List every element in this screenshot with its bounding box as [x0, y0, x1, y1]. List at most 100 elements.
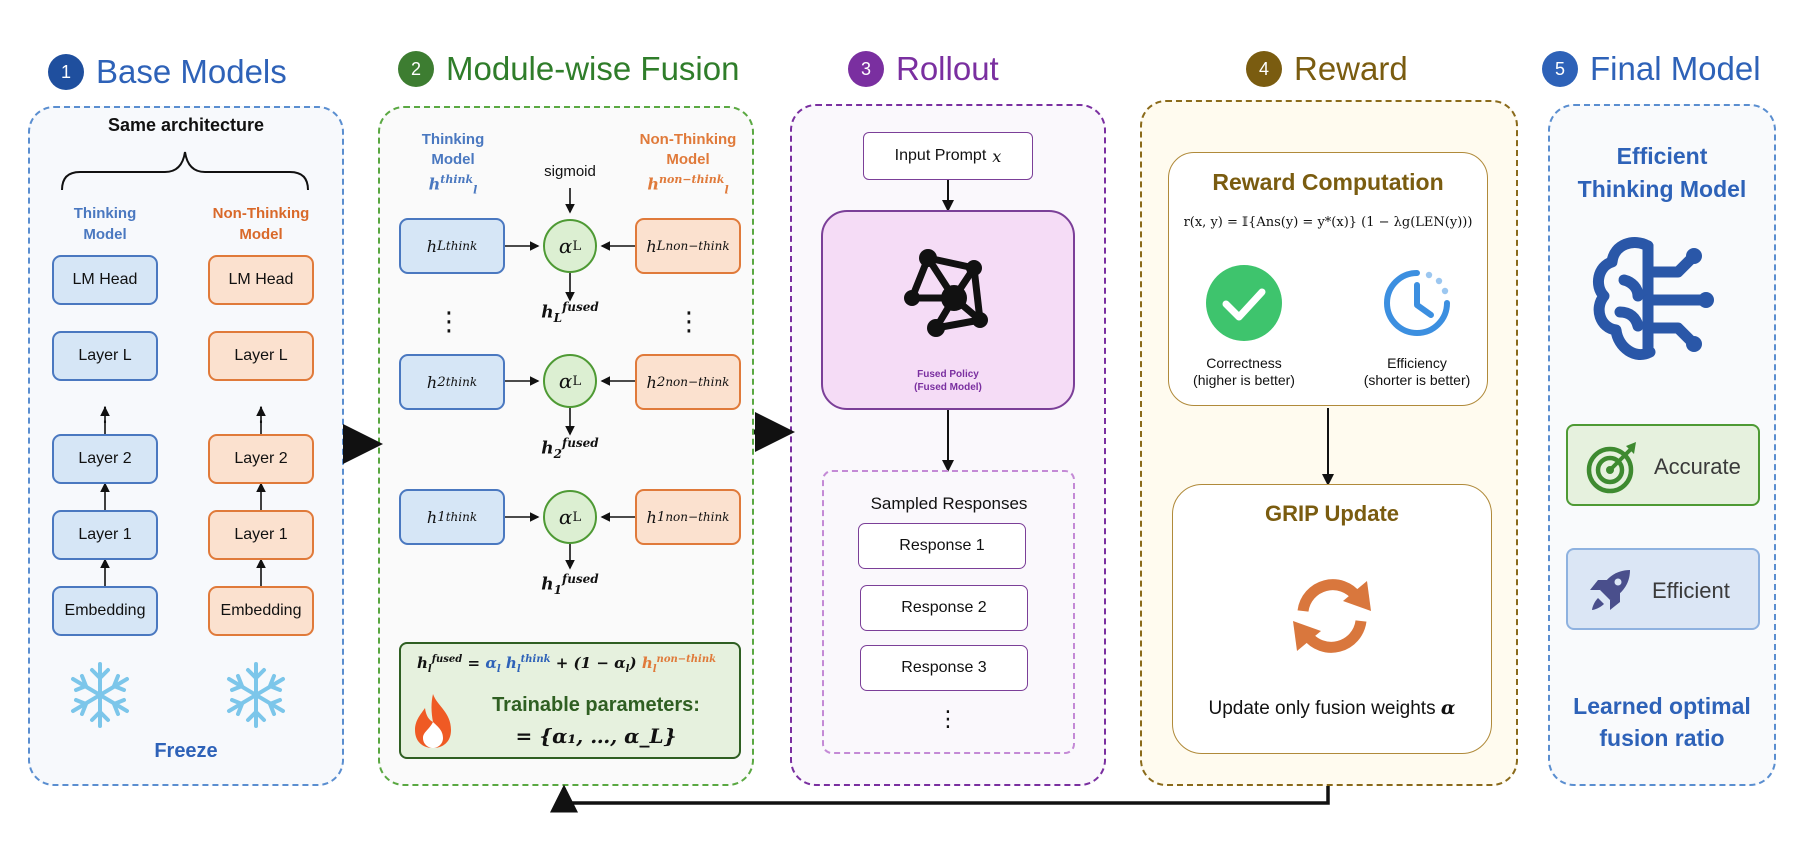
alpha-sub: L — [572, 238, 582, 254]
sup-fused: fused — [562, 436, 599, 450]
stage-badge: 1 — [48, 54, 84, 90]
fused-sub: 2 — [553, 447, 563, 462]
alpha-sub: L — [572, 509, 582, 525]
target-icon — [1586, 442, 1636, 494]
snowflake-icon — [71, 662, 129, 728]
stage-title-text: Module-wise Fusion — [446, 50, 740, 87]
h-fused-1: h1fused — [540, 572, 600, 597]
brain-circuit-icon — [1592, 237, 1714, 360]
final-model-title: Efficient Thinking Model — [1548, 140, 1776, 206]
non-thinking-embedding: Embedding — [208, 586, 314, 636]
fusion-vdots-left: ⋮ — [436, 306, 462, 336]
fusion-vdots-right: ⋮ — [676, 306, 702, 336]
non-thinking-layer-1: Layer 1 — [208, 510, 314, 560]
accurate-label: Accurate — [1654, 454, 1741, 479]
stage-title-base-models: 1 Base Models — [48, 53, 287, 91]
alpha-symbol: α — [558, 369, 573, 393]
eq-sign: = — [467, 654, 481, 672]
plus-term: + (1 − — [555, 654, 609, 672]
h-symbol: h — [426, 372, 438, 392]
sup-non-think: non−think — [656, 654, 717, 665]
sub-l: l — [652, 664, 657, 675]
grip-update-box: GRIP Update Update only fusion weights α — [1172, 484, 1492, 754]
fusion-thinking-title: Thinking Model — [421, 131, 485, 168]
refresh-icon — [1293, 579, 1371, 653]
stage-badge: 5 — [1542, 51, 1578, 87]
fusion-non-thinking-label: Non-Thinking Model hnon−thinkl — [618, 130, 758, 201]
h-symbol: h — [428, 174, 441, 194]
close-paren: ) — [629, 654, 637, 672]
fused-policy-box: Fused Policy (Fused Model) — [821, 210, 1075, 410]
row-sub: 2 — [656, 374, 666, 390]
response-1-box: Response 1 — [858, 523, 1026, 569]
h-fused-L: hLfused — [540, 300, 600, 325]
sub-l: l — [496, 664, 501, 675]
correctness-label: Correctness (higher is better) — [1179, 355, 1309, 389]
thinking-vdots: ⋮ — [95, 404, 115, 426]
non-think-term: hlnon−think — [641, 654, 717, 675]
efficient-label: Efficient — [1652, 578, 1730, 603]
trainable-title: Trainable parameters: — [492, 694, 700, 716]
sub-l: l — [516, 664, 521, 675]
thinking-model-label: Thinking Model — [73, 205, 137, 243]
learned-ratio-label: Learned optimal fusion ratio — [1548, 690, 1776, 754]
sampled-responses-title: Sampled Responses — [870, 494, 1028, 513]
rocket-icon — [1590, 570, 1630, 610]
fused-policy-line2: (Fused Model) — [914, 382, 982, 393]
stage-title-text: Base Models — [96, 53, 287, 90]
non-thinking-vdots: ⋮ — [251, 404, 271, 426]
trainable-set: = {α₁, …, α_L} — [515, 724, 677, 748]
h-symbol: h — [417, 654, 428, 672]
correctness-title: Correctness — [1206, 355, 1282, 371]
h-symbol: h — [641, 654, 653, 672]
sup-non-think: non−think — [659, 173, 725, 186]
sup-non-think: non−think — [665, 239, 730, 253]
sub-l: l — [625, 664, 630, 675]
fused-sub: L — [553, 311, 563, 326]
learned-line2: fusion ratio — [1599, 725, 1725, 751]
sub-l: l — [427, 664, 432, 675]
h-symbol: h — [646, 236, 657, 256]
learned-line1: Learned optimal — [1573, 693, 1751, 719]
row-sub: L — [437, 238, 446, 254]
h-symbol: h — [646, 507, 657, 527]
sup-think: think — [445, 239, 478, 253]
sub-l: l — [724, 183, 729, 197]
grip-alpha: α — [1440, 697, 1456, 719]
h-symbol: h — [541, 574, 554, 595]
h-symbol: h — [646, 372, 657, 392]
sampled-responses-box: Sampled Responses — [822, 470, 1075, 754]
clock-icon — [1384, 270, 1450, 336]
h-symbol: h — [647, 174, 659, 194]
non-thinking-lm-head: LM Head — [208, 255, 314, 305]
reward-formula: r(x, y) = 𝕀{Ans(y) = y*(x)} (1 − λg(LEN(… — [1183, 215, 1473, 230]
alpha-sub: L — [572, 373, 582, 389]
input-var: x — [992, 146, 1002, 166]
fusion-non-thinking-title: Non-Thinking Model — [639, 131, 737, 168]
h-symbol: h — [426, 236, 438, 256]
network-graph-icon — [904, 249, 988, 337]
response-2-box: Response 2 — [860, 585, 1028, 631]
thinking-embedding: Embedding — [52, 586, 158, 636]
sup-fused: fused — [562, 300, 599, 314]
sup-think: think — [445, 510, 478, 524]
stage-title-final: 5 Final Model — [1542, 50, 1761, 88]
fusion-formula: hlfused = αl hlthink + (1 − αl) hlnon−th… — [417, 654, 716, 675]
alpha-term: αl hlthink — [485, 654, 550, 675]
thinking-lm-head: LM Head — [52, 255, 158, 305]
alpha-symbol: α — [614, 654, 626, 672]
fusion-thinking-symbol: hthinkl — [398, 170, 508, 201]
fusion-non-thinking-symbol: hnon−thinkl — [618, 170, 758, 201]
alpha-symbol: α — [558, 505, 573, 529]
stage-title-text: Rollout — [896, 50, 999, 87]
sub-l: l — [473, 183, 478, 197]
fused-policy-label: Fused Policy (Fused Model) — [823, 368, 1073, 394]
fused-sub: 1 — [553, 583, 563, 598]
sup-non-think: non−think — [665, 375, 730, 389]
